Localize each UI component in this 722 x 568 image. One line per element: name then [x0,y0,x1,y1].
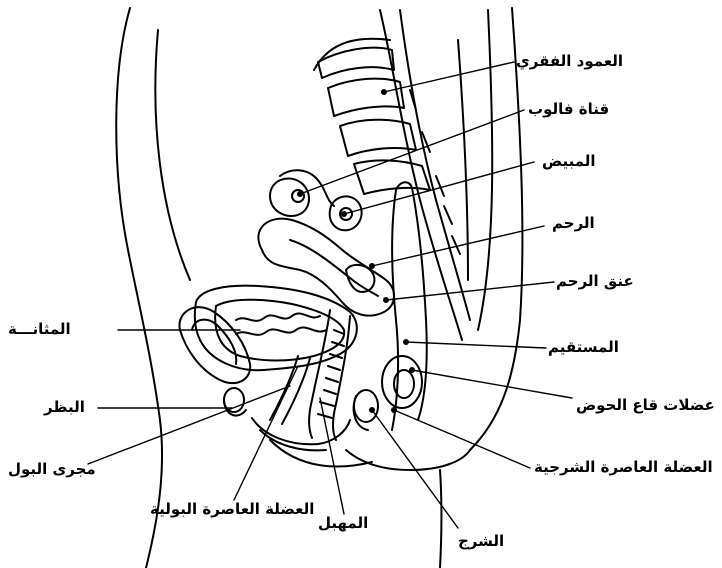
label-clitoris: البظر [44,398,85,416]
label-cervix: عنق الرحم [556,272,634,290]
vagina-back [333,316,350,440]
leader-lines [88,62,572,528]
label-anus: الشرج [458,532,504,550]
uterus-cavity [290,240,378,296]
inner-abdominal-wall [155,30,190,280]
back-inner-line [478,10,492,330]
label-ovary: المبيض [542,152,596,170]
label-anal-sphincter: العضلة العاصرة الشرجية [534,458,713,476]
bladder-folds-2 [236,327,326,334]
label-urethral-sphincter: العضلة العاصرة البولية [150,500,314,518]
vertebrae [314,39,460,254]
label-pelvic-floor-muscles: عضلات قاع الحوض [576,396,715,414]
label-bladder: المثانـــة [8,320,71,338]
label-vagina: المهبل [318,514,368,532]
anal-sphincter-shape [354,390,378,422]
back-contour [470,8,522,450]
leg-line-back [440,470,442,568]
label-urethra: مجرى البول [8,460,96,478]
label-fallopian-tube: قناة فالوب [528,100,609,118]
bladder-folds [236,313,320,320]
label-spine: العمود الفقري [516,52,623,70]
label-rectum: المستقيم [548,338,619,356]
pelvic-floor-muscle [382,356,422,408]
label-uterus: الرحم [552,214,595,232]
